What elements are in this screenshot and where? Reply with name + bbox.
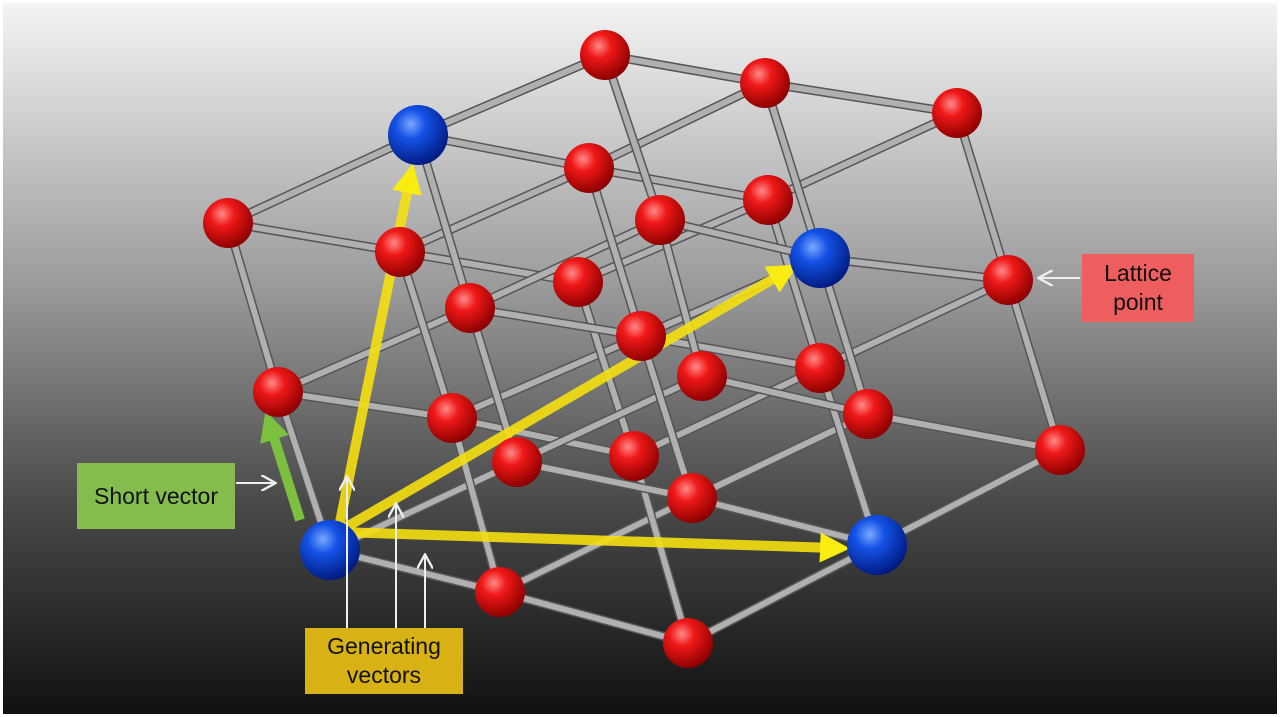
bond <box>586 80 768 171</box>
lattice-point <box>743 175 793 225</box>
basis-lattice-point <box>847 515 907 575</box>
lattice-point <box>564 143 614 193</box>
bond <box>225 132 421 226</box>
lattice-point <box>203 198 253 248</box>
bond <box>602 52 663 223</box>
bond <box>602 52 768 86</box>
bond <box>415 132 473 311</box>
bond <box>954 110 1011 283</box>
bond <box>817 365 880 548</box>
basis-lattice-point <box>300 520 360 580</box>
bond <box>514 459 695 501</box>
lattice-point <box>445 283 495 333</box>
bond <box>449 333 644 421</box>
generating-vectors-label: Generating vectors <box>305 628 463 694</box>
label-pointers <box>236 278 1080 628</box>
lattice-point <box>253 367 303 417</box>
bond <box>1005 277 1063 453</box>
lattice-point <box>663 618 713 668</box>
bond <box>415 52 608 138</box>
bond <box>762 80 823 261</box>
lattice-point <box>492 437 542 487</box>
lattice-point <box>983 255 1033 305</box>
basis-lattice-point <box>388 105 448 165</box>
lattice-point <box>677 351 727 401</box>
lattice-point <box>843 389 893 439</box>
generating-vector-3-arrow <box>337 527 850 563</box>
bond <box>397 165 592 255</box>
short-vector-label: Short vector <box>77 463 235 529</box>
bond <box>699 373 871 417</box>
lattice-point <box>553 257 603 307</box>
bond <box>874 447 1063 548</box>
lattice-point <box>635 195 685 245</box>
bond <box>467 305 644 339</box>
bond <box>865 411 1063 453</box>
lattice-point <box>580 30 630 80</box>
lattice-point <box>1035 425 1085 475</box>
generating-vector-2-arrow <box>335 264 798 537</box>
bond <box>225 220 403 255</box>
bond <box>685 542 880 646</box>
lattice-point <box>932 88 982 138</box>
bond <box>514 373 705 465</box>
lattice-point <box>795 343 845 393</box>
lattice-point <box>475 567 525 617</box>
bond <box>762 80 960 116</box>
lattice-points <box>203 30 1085 668</box>
bond <box>397 249 455 421</box>
bond <box>449 415 637 459</box>
lattice-point <box>616 311 666 361</box>
bond <box>586 165 644 339</box>
lattice-point <box>427 393 477 443</box>
short-vector-arrow <box>260 410 305 522</box>
lattice-point <box>375 227 425 277</box>
bond <box>586 165 771 203</box>
bond <box>817 255 1011 283</box>
bond <box>631 365 823 459</box>
bond <box>497 589 691 646</box>
lattice-point <box>609 431 659 481</box>
lattice-point <box>667 473 717 523</box>
bond <box>575 279 637 459</box>
bond <box>397 249 581 285</box>
basis-lattice-point <box>790 228 850 288</box>
bond <box>657 217 705 379</box>
bond <box>225 220 281 395</box>
lattice-point-label: Lattice point <box>1082 254 1194 322</box>
lattice-point <box>740 58 790 108</box>
bond <box>638 333 695 501</box>
bond <box>449 415 503 595</box>
